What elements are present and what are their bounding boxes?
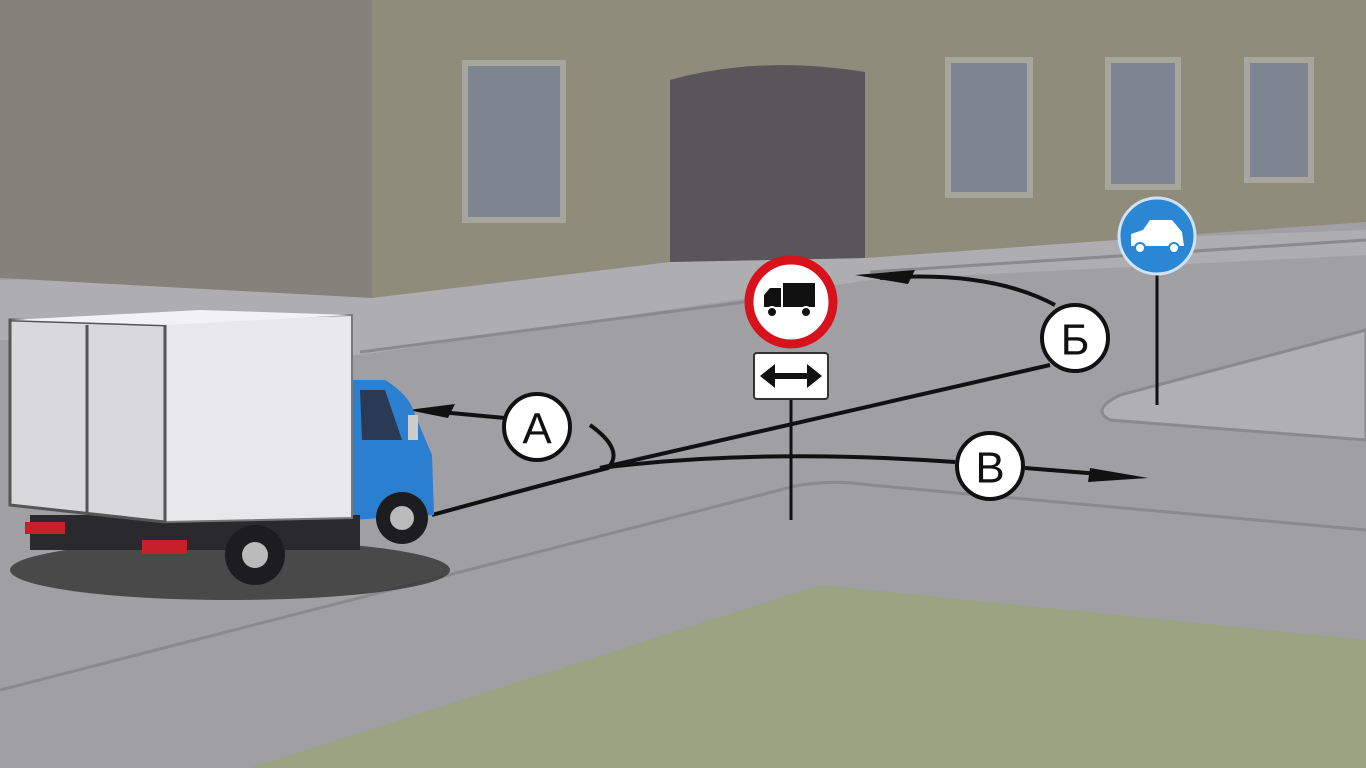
route-a-tail xyxy=(439,410,506,420)
sidewalk-corner xyxy=(1100,328,1366,442)
cars-only-sign xyxy=(1117,196,1197,276)
label-v: В xyxy=(955,431,1025,501)
wheel xyxy=(225,525,285,585)
arrow-v-icon xyxy=(1088,468,1148,482)
curb xyxy=(0,480,1366,692)
no-trucks-sign xyxy=(744,255,838,349)
grass xyxy=(250,585,1366,768)
direction-plate xyxy=(753,352,829,400)
truck-icon xyxy=(764,283,815,318)
arrow-a-icon xyxy=(408,404,455,418)
arrow-b-icon xyxy=(855,270,915,284)
windows xyxy=(462,57,1314,223)
routes xyxy=(431,274,1101,517)
route-a xyxy=(431,423,616,517)
archway xyxy=(670,65,865,262)
label-b: Б xyxy=(1040,303,1110,373)
label-a: А xyxy=(502,392,572,462)
double-arrow-icon xyxy=(760,364,822,388)
svg-text:В: В xyxy=(975,444,1004,493)
car-icon xyxy=(1131,220,1184,254)
building-side xyxy=(0,0,372,298)
svg-text:А: А xyxy=(522,405,552,454)
route-b-lower xyxy=(599,363,1051,470)
cargo-box-side xyxy=(164,313,353,524)
route-arrows xyxy=(408,270,1148,482)
svg-text:Б: Б xyxy=(1061,316,1090,365)
route-v xyxy=(599,454,956,470)
wheel xyxy=(376,492,428,544)
truck xyxy=(8,310,450,600)
